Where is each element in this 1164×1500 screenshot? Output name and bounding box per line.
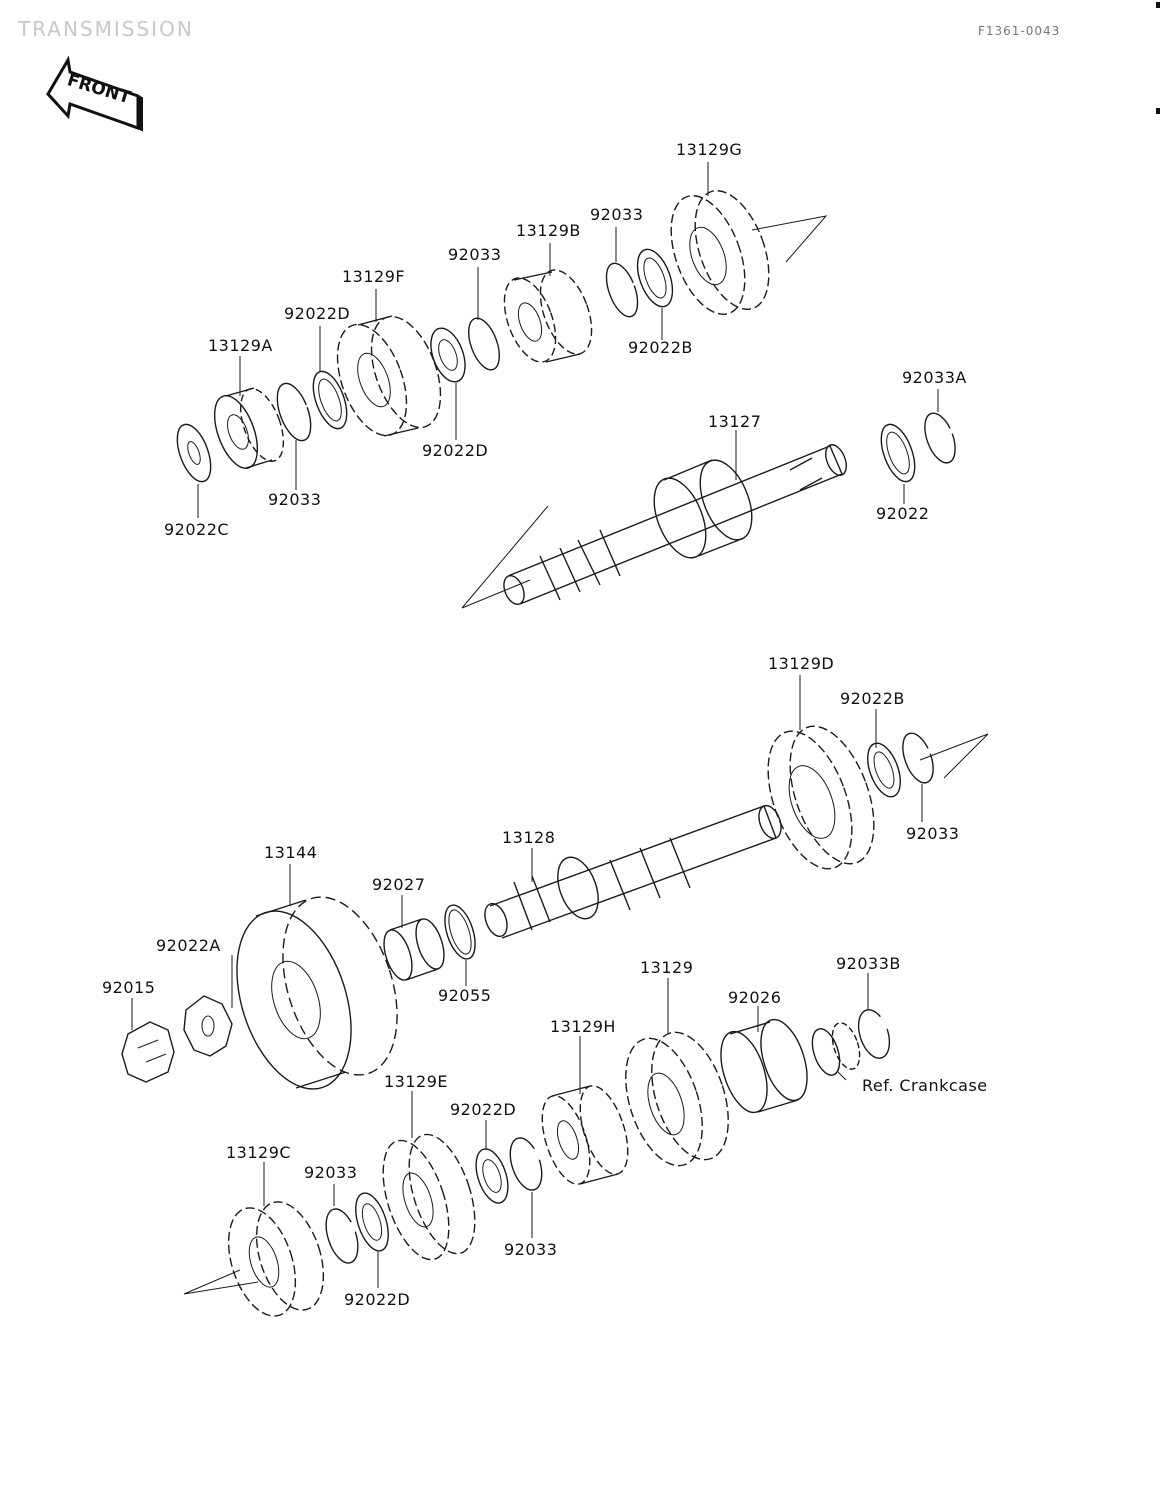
label-92033-c: 92033 — [268, 490, 322, 509]
leader-lines-upper — [197, 162, 939, 518]
nut-92015 — [121, 1021, 175, 1083]
circlip-92033-upper-middle — [467, 317, 501, 371]
label-13129G-top: 13129G — [676, 140, 743, 159]
circlip-92033-upper-right — [605, 262, 639, 318]
label-13129E: 13129E — [384, 1072, 449, 1091]
washer-92022B-lower — [867, 742, 901, 798]
label-13129H: 13129H — [550, 1017, 616, 1036]
gear-13129A — [213, 387, 285, 469]
washer-92022C — [176, 423, 212, 483]
shaft-13128 — [484, 804, 782, 939]
axis-line-upper-left — [461, 505, 549, 609]
label-92022D-c: 92022D — [450, 1100, 517, 1119]
label-92022D-b: 92022D — [422, 441, 489, 460]
label-13129B: 13129B — [516, 221, 581, 240]
gear-13129B — [503, 269, 593, 363]
gear-13129E — [382, 1133, 476, 1261]
circlip-92033-upper-left — [276, 382, 312, 442]
washer-92022-upper — [880, 423, 916, 483]
label-92026: 92026 — [728, 988, 782, 1007]
gear-13129G — [670, 190, 770, 315]
label-13129: 13129 — [640, 958, 694, 977]
washer-92022D-upper-left — [312, 370, 348, 430]
washer-92022D-upper-middle — [430, 327, 466, 383]
label-ref-crankcase: Ref. Crankcase — [862, 1076, 988, 1095]
label-13129D: 13129D — [768, 654, 835, 673]
circlip-92033-lower-right — [902, 732, 934, 784]
bearing-ref-crankcase — [811, 1022, 861, 1076]
label-13129F: 13129F — [342, 267, 406, 286]
gear-13129 — [625, 1031, 729, 1167]
gear-13129F — [336, 315, 442, 437]
label-13129A: 13129A — [208, 336, 273, 355]
label-92033A: 92033A — [902, 368, 967, 387]
circlip-92033-lower-middle — [509, 1137, 543, 1191]
label-92027: 92027 — [372, 875, 426, 894]
collar-92027 — [383, 918, 445, 981]
label-13128: 13128 — [502, 828, 556, 847]
label-92022C: 92022C — [164, 520, 230, 539]
label-92033-f: 92033 — [504, 1240, 558, 1259]
label-92055: 92055 — [438, 986, 492, 1005]
edge-mark-middle — [1156, 108, 1160, 114]
label-92022B-a: 92022B — [628, 338, 693, 357]
clutch-housing-13144 — [236, 896, 398, 1090]
label-92033-a: 92033 — [590, 205, 644, 224]
label-92033-b: 92033 — [448, 245, 502, 264]
oring-92055 — [444, 904, 476, 960]
figure-code: F1361-0043 — [978, 24, 1061, 38]
label-13127: 13127 — [708, 412, 762, 431]
axis-line-lower-right — [919, 733, 989, 779]
shaft-13127 — [503, 444, 847, 606]
gear-13129D — [767, 725, 875, 870]
section-title: TRANSMISSION — [18, 17, 194, 41]
circlip-92033A — [924, 412, 956, 464]
label-92022: 92022 — [876, 504, 930, 523]
label-92022D-a: 92022D — [284, 304, 351, 323]
label-92033B: 92033B — [836, 954, 901, 973]
label-13129C: 13129C — [226, 1143, 292, 1162]
gear-13129H — [541, 1085, 629, 1185]
leader-lines-lower — [131, 675, 923, 1288]
circlip-92033B — [857, 1009, 891, 1059]
edge-mark-top — [1156, 2, 1160, 8]
label-13144: 13144 — [264, 843, 318, 862]
front-arrow-icon: FRONT — [46, 55, 143, 132]
washer-92022B-upper — [636, 248, 674, 308]
collar-92026 — [720, 1018, 808, 1114]
label-92033-e: 92033 — [304, 1163, 358, 1182]
label-92022B-b: 92022B — [840, 689, 905, 708]
label-92022A: 92022A — [156, 936, 221, 955]
label-92022D-d: 92022D — [344, 1290, 411, 1309]
washer-92022D-lower-middle — [475, 1148, 509, 1204]
gear-13129C — [227, 1201, 325, 1317]
washer-92022D-lower-left — [355, 1192, 389, 1252]
washer-92022A — [183, 995, 233, 1057]
label-92015: 92015 — [102, 978, 156, 997]
axis-line-lower-left — [183, 1269, 259, 1295]
circlip-92033-lower-left — [325, 1208, 359, 1264]
axis-line-upper-right — [751, 215, 828, 263]
label-92033-d: 92033 — [906, 824, 960, 843]
